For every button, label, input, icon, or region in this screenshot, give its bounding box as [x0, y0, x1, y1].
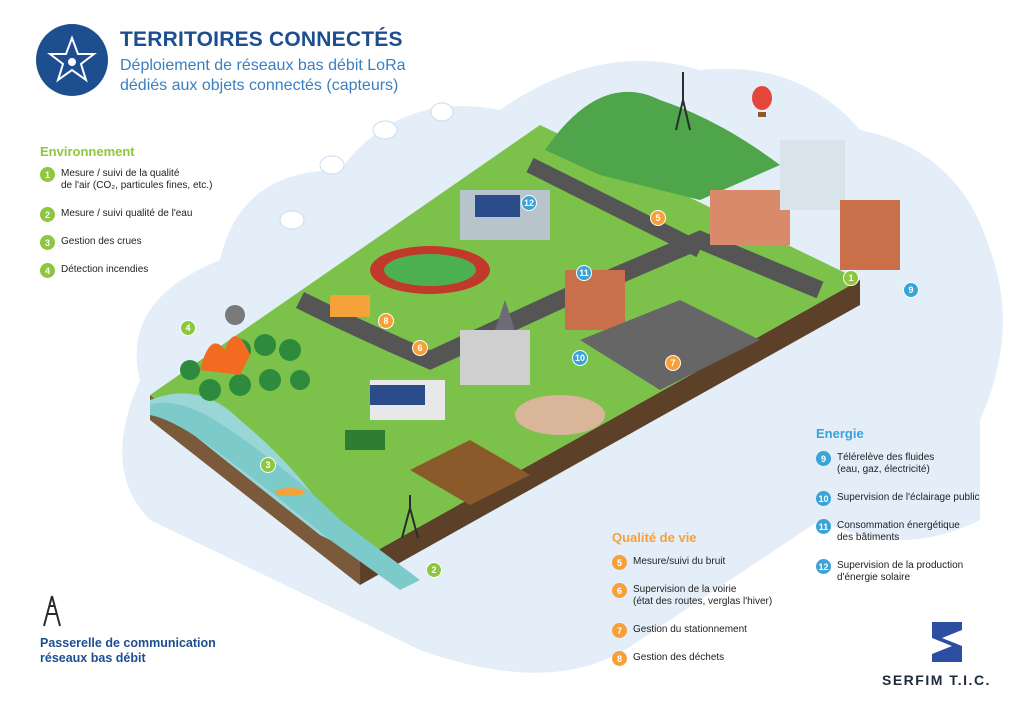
tractor [345, 430, 385, 450]
subtitle-line-1: Déploiement de réseaux bas débit LoRa [120, 57, 406, 74]
legend-text: Supervision de l'éclairage public [837, 492, 980, 503]
legend-number: 6 [612, 583, 627, 598]
legend-item-8: 8 Gestion des déchets [612, 651, 725, 666]
river-main [150, 402, 420, 590]
parking [580, 300, 760, 390]
mountain [545, 91, 780, 200]
hot-air-balloon-icon [752, 86, 772, 117]
legend-number: 2 [40, 207, 55, 222]
legend-item-2: 2 Mesure / suivi qualité de l'eau [40, 207, 193, 222]
legend-text: Consommation énergétique [837, 520, 960, 531]
legend-text: des bâtiments [837, 532, 900, 543]
legend-item-7: 7 Gestion du stationnement [612, 623, 747, 638]
legend-number: 1 [40, 167, 55, 182]
legend-text: Mesure / suivi de la qualité [61, 168, 180, 179]
legend-item-3: 3 Gestion des crues [40, 235, 142, 250]
gateway-label: Passerelle de communication réseaux bas … [40, 636, 216, 666]
marker-3[interactable]: 3 [260, 457, 276, 473]
legend-item-9: 9 Télérelève des fluides(eau, gaz, élect… [816, 451, 935, 476]
legend-text: Mesure / suivi qualité de l'eau [61, 208, 193, 219]
legend-text: Supervision de la voirie [633, 584, 737, 595]
legend-quality-title: Qualité de vie [612, 530, 697, 545]
legend-number: 4 [40, 263, 55, 278]
legend-number: 10 [816, 491, 831, 506]
marker-7[interactable]: 7 [665, 355, 681, 371]
building-tall [780, 140, 845, 210]
antenna-icon [43, 595, 61, 627]
kayak [275, 488, 305, 496]
legend-number: 3 [40, 235, 55, 250]
road-2 [526, 157, 704, 258]
page-title: TERRITOIRES CONNECTÉS [120, 28, 403, 51]
legend-text: Gestion du stationnement [633, 624, 747, 635]
shops [710, 190, 790, 245]
legend-text: (état des routes, verglas l'hiver) [633, 596, 773, 607]
legend-item-4: 4 Détection incendies [40, 263, 149, 278]
antenna-icon [675, 72, 691, 131]
forest-fire [200, 336, 250, 375]
legend-text: Mesure/suivi du bruit [633, 556, 726, 567]
legend-environment-title: Environnement [40, 144, 135, 159]
marker-1[interactable]: 1 [843, 270, 859, 286]
serfim-logo-icon [932, 622, 962, 662]
legend-number: 8 [612, 651, 627, 666]
legend-text: (eau, gaz, électricité) [837, 464, 930, 475]
road [295, 230, 824, 370]
connected-star-icon [36, 24, 108, 96]
town-hall [565, 270, 625, 330]
marker-6[interactable]: 6 [412, 340, 428, 356]
legend-item-10: 10 Supervision de l'éclairage public [816, 491, 980, 506]
legend-item-6: 6 Supervision de la voirie(état des rout… [612, 583, 773, 608]
smoke [225, 305, 245, 325]
marker-12[interactable]: 12 [521, 195, 537, 211]
garbage-truck [330, 295, 370, 317]
legend-text: Supervision de la production [837, 560, 964, 571]
legend-number: 11 [816, 519, 831, 534]
legend-number: 9 [816, 451, 831, 466]
cloud-icon [279, 102, 454, 230]
marker-10[interactable]: 10 [572, 350, 588, 366]
subtitle-line-2: dédiés aux objets connectés (capteurs) [120, 77, 399, 94]
marker-5[interactable]: 5 [650, 210, 666, 226]
legend-text: Gestion des crues [61, 236, 142, 247]
ground-slab-side [150, 395, 360, 585]
legend-text: d'énergie solaire [837, 572, 911, 583]
stadium [370, 246, 490, 294]
ground-slab-front [360, 280, 860, 585]
page-subtitle: Déploiement de réseaux bas débit LoRa dé… [120, 56, 406, 96]
antenna-icon [401, 495, 419, 539]
legend-number: 7 [612, 623, 627, 638]
legend-number: 12 [816, 559, 831, 574]
gateway-label-line2: réseaux bas débit [40, 651, 146, 665]
plaza-fountain [515, 395, 605, 435]
legend-number: 5 [612, 555, 627, 570]
plowed-field [410, 440, 530, 505]
marker-8[interactable]: 8 [378, 313, 394, 329]
legend-text: Télérelève des fluides [837, 452, 935, 463]
marker-9[interactable]: 9 [903, 282, 919, 298]
legend-item-5: 5 Mesure/suivi du bruit [612, 555, 726, 570]
legend-text: de l'air (CO₂, particules fines, etc.) [61, 180, 213, 191]
legend-energy-title: Energie [816, 426, 864, 441]
barn-solar [370, 385, 425, 405]
legend-text: Détection incendies [61, 264, 149, 275]
marker-2[interactable]: 2 [426, 562, 442, 578]
marker-4[interactable]: 4 [180, 320, 196, 336]
brick-building [840, 200, 900, 270]
brand-name: SERFIM T.I.C. [882, 672, 991, 688]
marker-11[interactable]: 11 [576, 265, 592, 281]
church-spire [495, 300, 515, 330]
solar-panels [475, 195, 520, 217]
legend-text: Gestion des déchets [633, 652, 725, 663]
gateway-label-line1: Passerelle de communication [40, 636, 216, 650]
church [460, 330, 530, 385]
